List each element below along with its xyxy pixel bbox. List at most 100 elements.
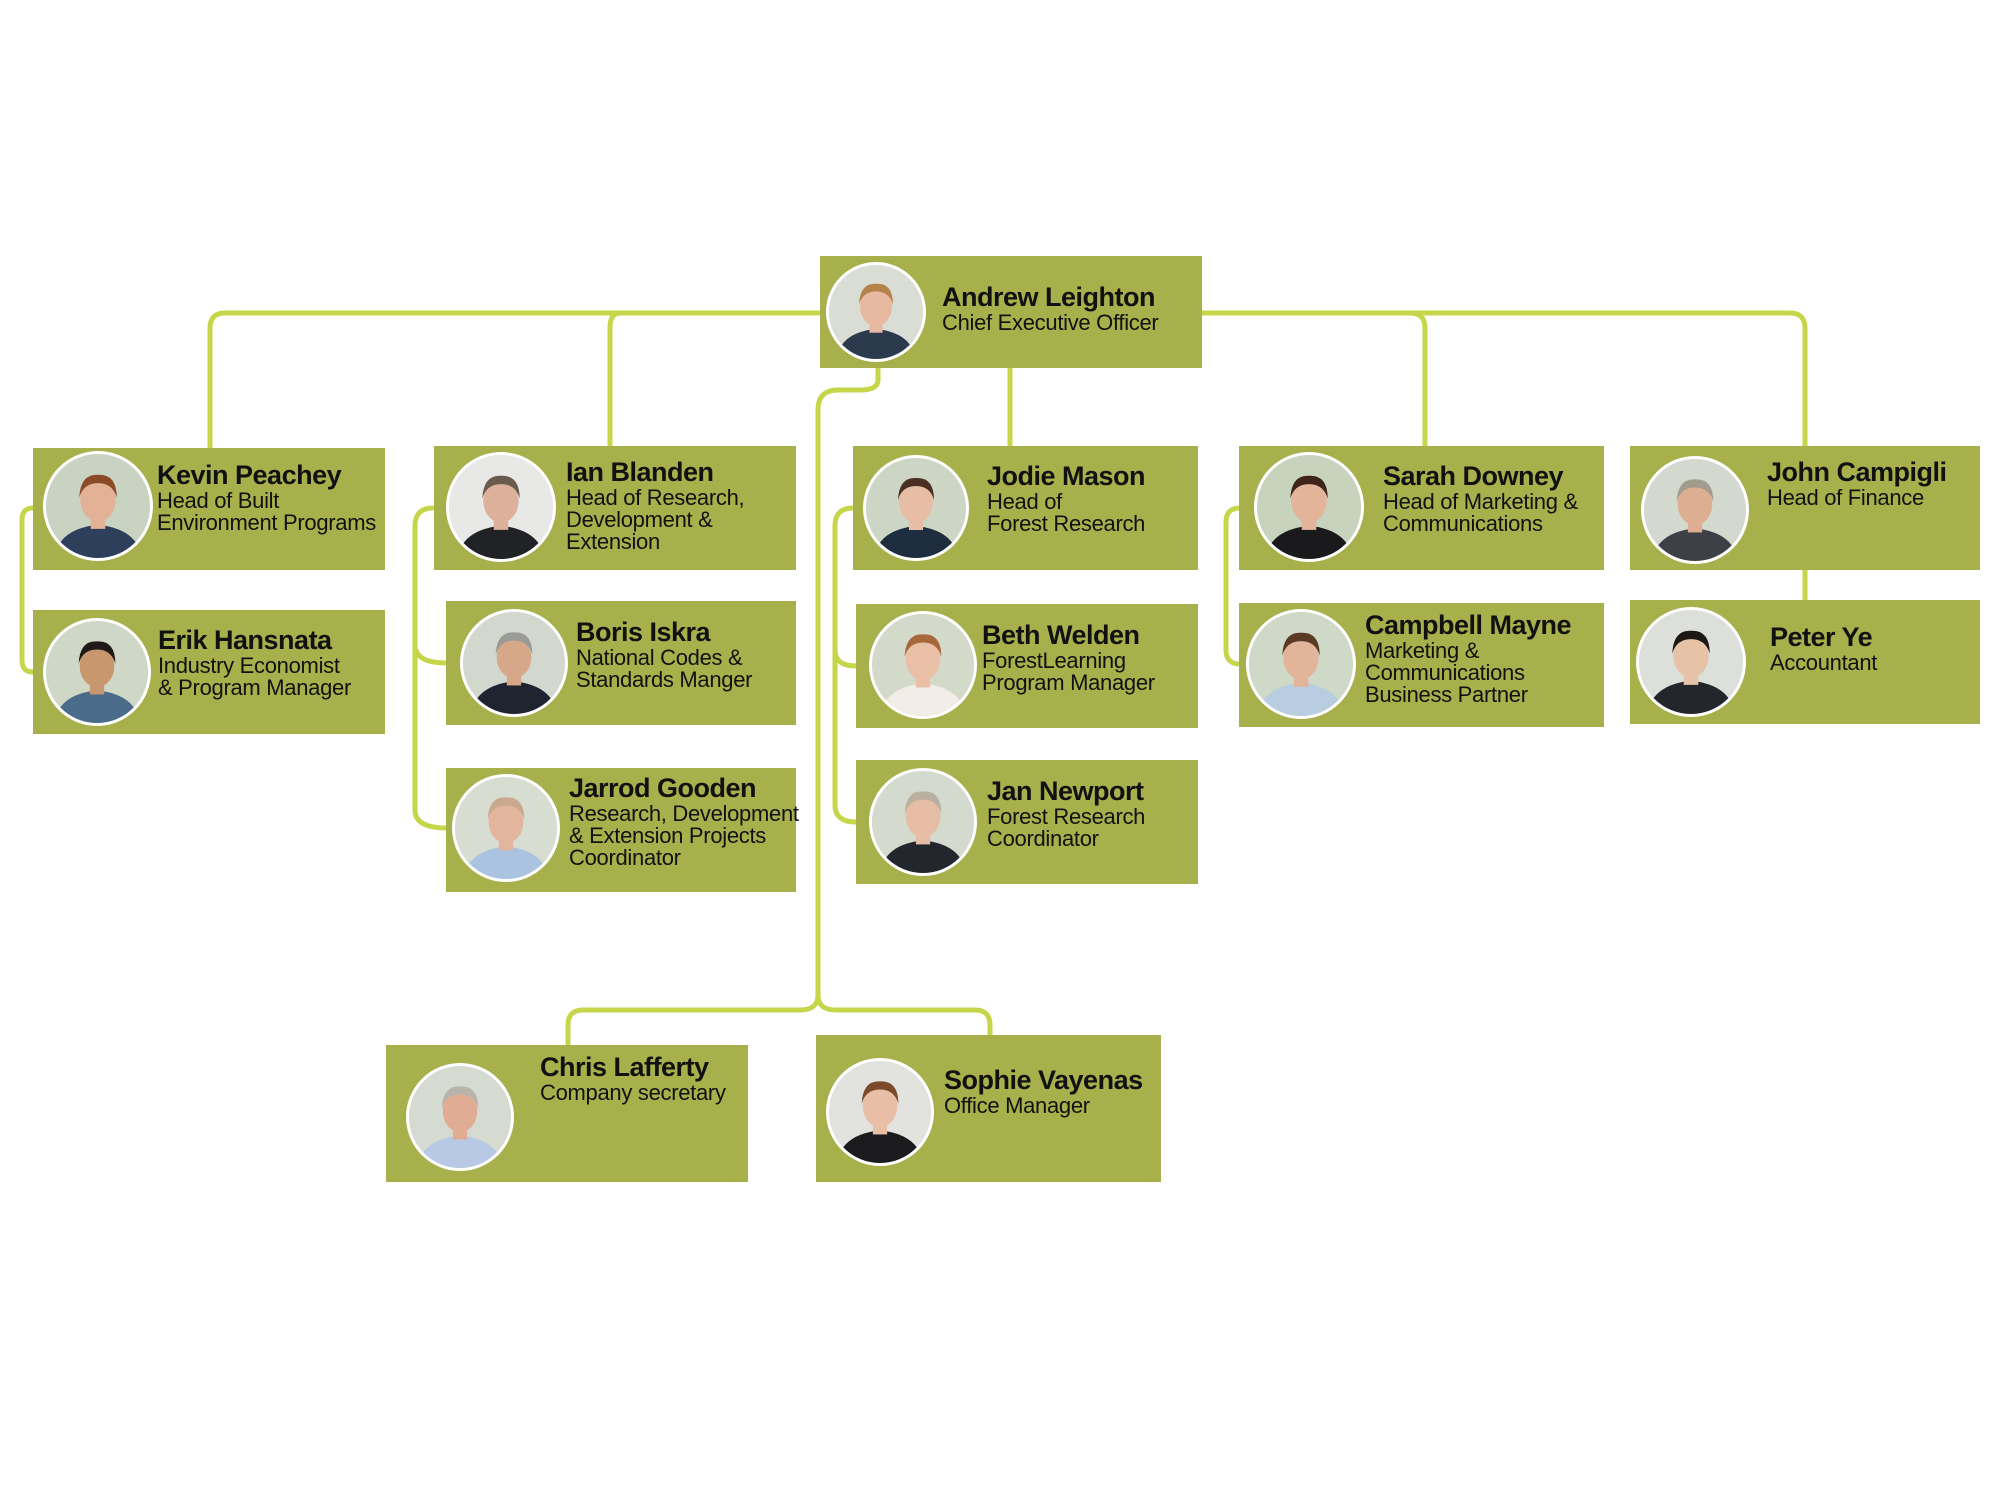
- person-name: Sarah Downey: [1383, 461, 1564, 491]
- person-role-line: Development &: [566, 507, 713, 532]
- connector-ceo-chris: [565, 1007, 803, 1048]
- person-role-line: Office Manager: [944, 1093, 1090, 1118]
- person-role-line: & Extension Projects: [569, 823, 766, 848]
- connector-ceo-kevin: [207, 310, 823, 453]
- connector-kevin-erik: [19, 505, 36, 675]
- person-name: Chris Lafferty: [540, 1052, 709, 1082]
- portrait-peter-ye: [1636, 607, 1746, 717]
- person-role-line: Communications: [1383, 511, 1543, 536]
- portrait-erik-hansnata: [43, 618, 151, 726]
- person-name: Andrew Leighton: [942, 282, 1155, 312]
- person-role-line: Extension: [566, 529, 660, 554]
- person-role: National Codes &Standards Manger: [576, 645, 753, 692]
- connector-ceo-ian: [607, 310, 623, 453]
- connector-ceo-sarah: [1197, 310, 1428, 453]
- portrait-campbell-mayne: [1246, 609, 1356, 719]
- person-name: Boris Iskra: [576, 617, 711, 647]
- person-role-line: Coordinator: [987, 826, 1099, 851]
- person-role-line: Accountant: [1770, 650, 1878, 675]
- person-role: Head of Finance: [1767, 487, 1947, 509]
- person-role-line: Communications: [1365, 660, 1525, 685]
- person-role-line: Coordinator: [569, 845, 681, 870]
- portrait-chris-lafferty: [406, 1063, 514, 1171]
- person-name: Jan Newport: [987, 776, 1144, 806]
- person-role-line: Chief Executive Officer: [942, 310, 1159, 335]
- connector-ian-team: [412, 505, 450, 831]
- person-name: Beth Welden: [982, 620, 1140, 650]
- person-role-line: Head of Marketing &: [1383, 489, 1578, 514]
- person-role-line: Marketing &: [1365, 638, 1480, 663]
- portrait-jarrod-gooden: [452, 774, 560, 882]
- portrait-john-campigli: [1641, 456, 1749, 564]
- person-name: Erik Hansnata: [158, 625, 332, 655]
- connector-sarah-campbell: [1223, 505, 1243, 667]
- portrait-jan-newport: [869, 768, 977, 876]
- person-role-line: Head of: [987, 489, 1062, 514]
- person-role: Chief Executive Officer: [942, 310, 1159, 335]
- connector-ceo-trunk: [797, 365, 881, 1013]
- person-role: Head of Marketing &Communications: [1383, 491, 1578, 535]
- portrait-andrew-leighton: [826, 262, 926, 362]
- person-role-line: Company secretary: [540, 1080, 726, 1105]
- connector-ceo-john: [1407, 310, 1808, 453]
- person-role-line: & Program Manager: [158, 675, 351, 700]
- person-role-line: Environment Programs: [157, 510, 376, 535]
- person-role-line: Industry Economist: [158, 653, 340, 678]
- portrait-ian-blanden: [446, 452, 556, 562]
- person-role-line: Head of Research,: [566, 485, 745, 510]
- person-role: Accountant: [1770, 652, 1877, 674]
- person-name: Jarrod Gooden: [569, 773, 757, 803]
- person-name: Ian Blanden: [566, 457, 714, 487]
- person-name: Peter Ye: [1770, 622, 1873, 652]
- person-role: Office Manager: [944, 1095, 1143, 1117]
- person-name: Sophie Vayenas: [944, 1065, 1143, 1095]
- person-role-line: National Codes &: [576, 645, 743, 670]
- person-role-line: ForestLearning: [982, 648, 1126, 673]
- connector-jodie-team: [832, 505, 859, 825]
- person-role: Head of Research,Development &Extension: [566, 485, 745, 554]
- person-role: Research, Development& Extension Project…: [569, 803, 799, 869]
- portrait-beth-welden: [869, 611, 977, 719]
- portrait-boris-iskra: [460, 609, 568, 717]
- person-name: Jodie Mason: [987, 461, 1146, 491]
- portrait-jodie-mason: [863, 455, 969, 561]
- person-name: John Campigli: [1767, 457, 1947, 487]
- person-role: Industry Economist& Program Manager: [158, 655, 351, 699]
- person-role: Company secretary: [540, 1082, 726, 1104]
- person-role-line: Business Partner: [1365, 682, 1528, 707]
- person-name: Kevin Peachey: [157, 460, 342, 490]
- connector-ceo-sophie: [815, 992, 993, 1040]
- person-name: Campbell Mayne: [1365, 610, 1572, 640]
- person-role-line: Forest Research: [987, 511, 1146, 536]
- portrait-kevin-peachey: [43, 451, 153, 561]
- person-role-line: Research, Development: [569, 801, 799, 826]
- person-role-line: Standards Manger: [576, 667, 753, 692]
- person-role-line: Program Manager: [982, 670, 1155, 695]
- portrait-sophie-vayenas: [826, 1058, 934, 1166]
- person-role-line: Forest Research: [987, 804, 1146, 829]
- person-role-line: Head of Finance: [1767, 485, 1924, 510]
- person-role-line: Head of Built: [157, 488, 280, 513]
